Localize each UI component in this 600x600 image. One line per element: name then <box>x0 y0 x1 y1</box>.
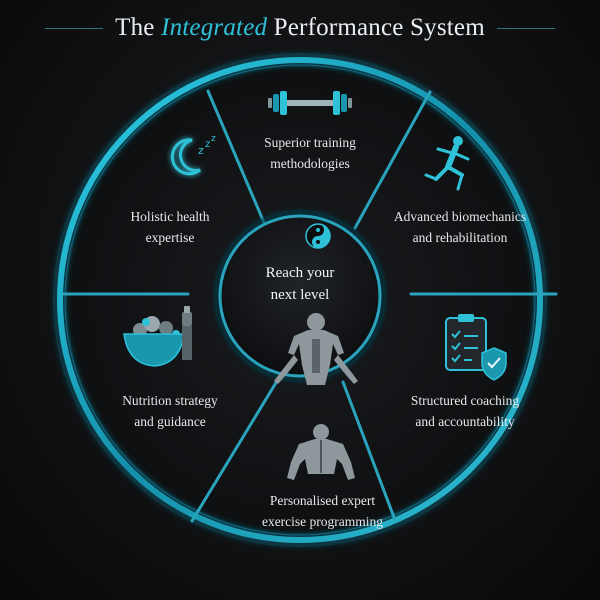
title-prefix: The <box>115 14 155 41</box>
segment-health-line2: expertise <box>145 230 195 245</box>
segment-label-health: Holistic health expertise <box>110 206 230 248</box>
center-label: Reach your next level <box>250 262 350 306</box>
yin-yang-icon <box>305 223 331 249</box>
center-label-line1: Reach your <box>265 265 335 281</box>
title-rule-left <box>45 27 104 29</box>
segment-dividers <box>62 89 558 523</box>
segment-programming-line1: Personalised expert <box>269 493 376 508</box>
segment-training-line1: Superior training <box>264 135 356 150</box>
title-suffix: Performance System <box>273 14 485 41</box>
segment-label-nutrition: Nutrition strategy and guidance <box>105 390 235 432</box>
segment-label-coaching: Structured coaching and accountability <box>395 390 535 432</box>
dumbbell-icon <box>268 91 352 115</box>
muscular-figure-icon <box>274 313 358 385</box>
segment-biomechanics-line1: Advanced biomechanics <box>393 209 527 224</box>
segment-biomechanics-line2: and rehabilitation <box>412 230 508 245</box>
center-circle <box>218 214 382 378</box>
clipboard-shield-icon <box>445 314 507 381</box>
segment-label-training: Superior training methodologies <box>250 132 370 174</box>
page-title: The Integrated Performance System <box>115 14 485 42</box>
divider-top-right <box>353 90 432 230</box>
segment-label-programming: Personalised expert exercise programming <box>250 490 395 532</box>
svg-text:z: z <box>198 144 204 157</box>
title-emphasis: Integrated <box>161 14 268 41</box>
svg-text:z: z <box>211 134 216 144</box>
divider-top-left <box>206 89 267 227</box>
segment-label-biomechanics: Advanced biomechanics and rehabilitation <box>385 206 535 248</box>
segment-coaching-line2: and accountability <box>415 414 515 429</box>
segment-nutrition-line1: Nutrition strategy <box>122 393 218 408</box>
outer-ring-inner-edge <box>64 64 536 536</box>
food-bowl-icon <box>123 306 192 367</box>
segment-nutrition-line2: and guidance <box>134 414 206 429</box>
muscular-back-icon <box>287 424 355 480</box>
segment-training-line2: methodologies <box>270 156 350 171</box>
segment-health-line1: Holistic health <box>130 209 210 224</box>
running-figure-icon <box>424 136 470 191</box>
segment-coaching-line1: Structured coaching <box>410 393 520 408</box>
center-label-line2: next level <box>270 287 330 303</box>
outer-ring <box>57 57 543 543</box>
segment-programming-line2: exercise programming <box>261 514 384 529</box>
svg-text:z: z <box>205 139 210 150</box>
title-rule-right <box>496 27 555 29</box>
title-row: The Integrated Performance System <box>0 10 600 46</box>
divider-bottom-left <box>190 379 279 523</box>
divider-bottom-right <box>341 380 397 522</box>
moon-sleep-icon: z z z <box>170 134 216 176</box>
